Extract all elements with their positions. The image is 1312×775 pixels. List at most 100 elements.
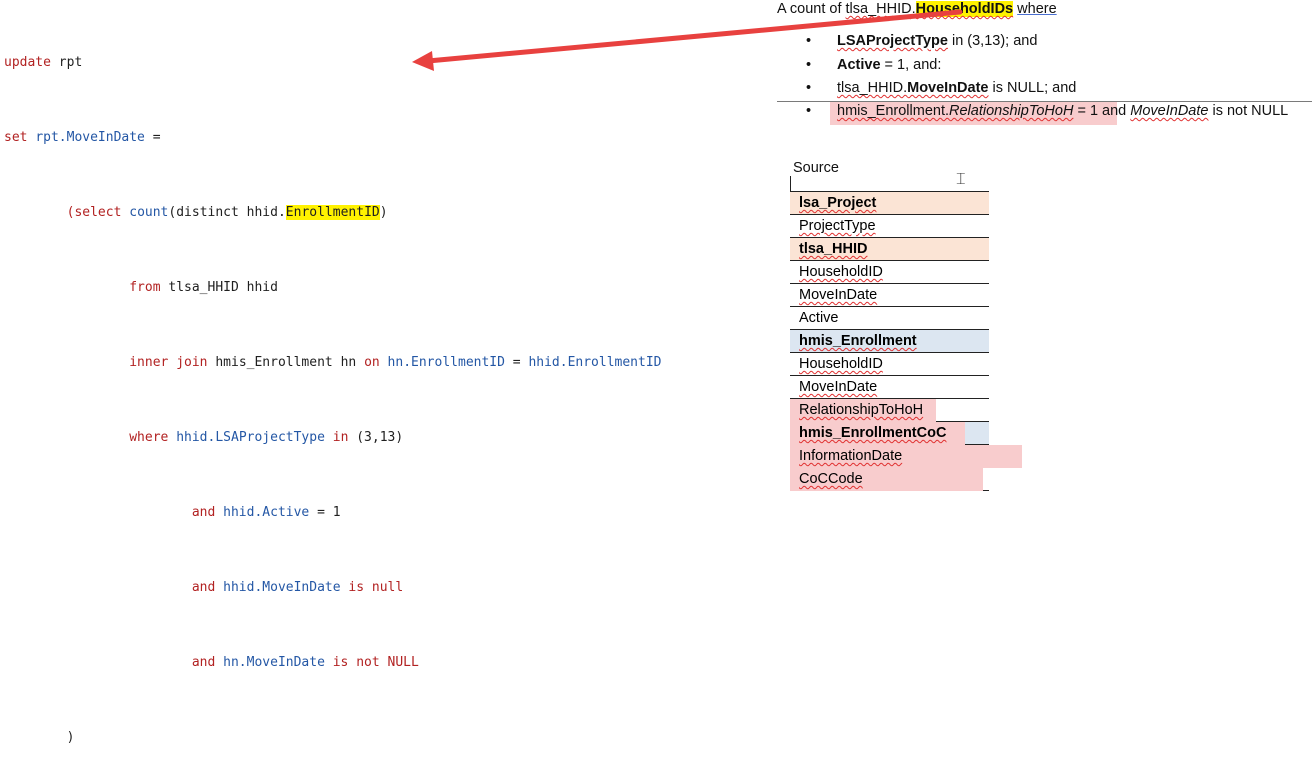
table-cell-text: InformationDate — [790, 445, 1023, 468]
table-row: ProjectType — [790, 215, 989, 238]
table-cell-text: CoCCode — [790, 468, 983, 491]
bullet-3: tlsa_HHID.MoveInDate is NULL; and — [837, 80, 1076, 96]
bullet-term: MoveInDate — [907, 80, 989, 96]
bullet-term: MoveInDate — [1130, 103, 1209, 119]
heading-where: where — [1017, 1, 1057, 17]
bullet-term: Active — [837, 57, 881, 73]
identifier: tlsa_HHID hhid — [168, 280, 278, 295]
table-top-border — [790, 191, 989, 192]
keyword: and — [191, 580, 216, 595]
bullet-4: hmis_Enrollment.RelationshipToHoH = 1 an… — [837, 103, 1288, 119]
table-row: lsa_Project — [790, 192, 989, 215]
keyword: update — [4, 55, 51, 70]
divider — [777, 101, 1312, 102]
bullet-marker: • — [806, 80, 812, 96]
table-cell-text: HouseholdID — [799, 356, 883, 372]
identifier: hmis_Enrollment hn — [215, 355, 357, 370]
code-line-3: (select count(distinct hhid.EnrollmentID… — [4, 200, 662, 225]
table-cell-text: Active — [799, 310, 839, 326]
table-cell-text: ProjectType — [799, 218, 876, 234]
table-cell-text: hmis_Enrollment — [799, 333, 917, 349]
sql-editor[interactable]: update rpt set rpt.MoveInDate = (select … — [4, 0, 662, 775]
bullet-term: RelationshipToHoH — [949, 103, 1074, 119]
heading-highlight: HouseholdIDs — [915, 1, 1014, 17]
bullet-text: is NULL; and — [988, 80, 1077, 96]
table-cell-text: RelationshipToHoH — [790, 399, 937, 422]
paren: ) — [66, 730, 75, 745]
table-cell-text: hmis_EnrollmentCoC — [790, 422, 966, 445]
table-row: hmis_Enrollment — [790, 330, 989, 353]
identifier: hhid.MoveInDate — [223, 580, 341, 595]
identifier: rpt.MoveInDate — [35, 130, 145, 145]
identifier: hhid.EnrollmentID — [528, 355, 662, 370]
table-cell-text: HouseholdID — [799, 264, 883, 280]
identifier: hn.MoveInDate — [223, 655, 325, 670]
keyword: (select — [66, 205, 122, 220]
keyword: set — [4, 130, 28, 145]
heading-table-ref: tlsa_HHID. — [845, 1, 916, 17]
keyword: where — [129, 430, 169, 445]
table-cell-text: tlsa_HHID — [799, 241, 868, 257]
paren: ) — [379, 205, 388, 220]
table-row: HouseholdID — [790, 261, 989, 284]
table-row: CoCCode — [790, 468, 989, 491]
code-line-10: ) — [4, 725, 662, 750]
table-row: HouseholdID — [790, 353, 989, 376]
identifier: hhid.Active — [223, 505, 310, 520]
bullet-1: LSAProjectType in (3,13); and — [837, 33, 1037, 49]
table-row: tlsa_HHID — [790, 238, 989, 261]
table-row: MoveInDate — [790, 376, 989, 399]
bullet-text: in (3,13); and — [947, 33, 1038, 49]
bullet-marker: • — [806, 57, 812, 73]
bullet-table-ref: tlsa_HHID. — [837, 80, 908, 96]
bullet-text: is not NULL — [1208, 103, 1289, 119]
keyword: inner join — [129, 355, 208, 370]
keyword: is null — [348, 580, 404, 595]
code-line-6: where hhid.LSAProjectType in (3,13) — [4, 425, 662, 450]
doc-heading: A count of tlsa_HHID.HouseholdIDs where — [777, 1, 1057, 17]
keyword: and — [191, 655, 216, 670]
table-row: MoveInDate — [790, 284, 989, 307]
code-line-4: from tlsa_HHID hhid — [4, 275, 662, 300]
code-line-7: and hhid.Active = 1 — [4, 500, 662, 525]
table-cell-text: lsa_Project — [799, 195, 877, 211]
table-cell-text: MoveInDate — [799, 379, 878, 395]
table-row: Active — [790, 307, 989, 330]
table-row: InformationDate — [790, 445, 1023, 468]
bullet-text: = 1, and: — [880, 57, 942, 73]
identifier: (distinct hhid. — [168, 205, 286, 220]
bullet-text: = 1 and — [1073, 103, 1131, 119]
keyword: is not NULL — [332, 655, 419, 670]
table-row: hmis_EnrollmentCoC — [790, 422, 989, 445]
code-line-2: set rpt.MoveInDate = — [4, 125, 662, 150]
literal: (3,13) — [356, 430, 404, 445]
code-line-1: update rpt — [4, 50, 662, 75]
code-line-9: and hn.MoveInDate is not NULL — [4, 650, 662, 675]
bullet-term: LSAProjectType — [837, 33, 948, 49]
table-cell-text: MoveInDate — [799, 287, 878, 303]
identifier: rpt — [58, 55, 83, 70]
bullet-2: Active = 1, and: — [837, 57, 941, 73]
identifier: hn.EnrollmentID — [387, 355, 505, 370]
pink-highlight — [830, 102, 1117, 125]
keyword: from — [129, 280, 161, 295]
identifier: hhid.LSAProjectType — [176, 430, 325, 445]
function: count — [129, 205, 169, 220]
bullet-table-ref: hmis_Enrollment. — [837, 103, 950, 119]
table-row: RelationshipToHoH — [790, 399, 989, 422]
source-label: Source — [793, 160, 839, 176]
bullet-marker: • — [806, 33, 812, 49]
text-cursor — [790, 176, 791, 192]
highlighted-identifier: EnrollmentID — [285, 205, 380, 220]
keyword: in — [332, 430, 349, 445]
operator: = — [512, 355, 521, 370]
literal: 1 — [332, 505, 341, 520]
keyword: and — [191, 505, 216, 520]
keyword: on — [364, 355, 380, 370]
bullet-marker: • — [806, 103, 812, 119]
code-line-5: inner join hmis_Enrollment hn on hn.Enro… — [4, 350, 662, 375]
operator: = — [152, 130, 161, 145]
operator: = — [317, 505, 325, 520]
